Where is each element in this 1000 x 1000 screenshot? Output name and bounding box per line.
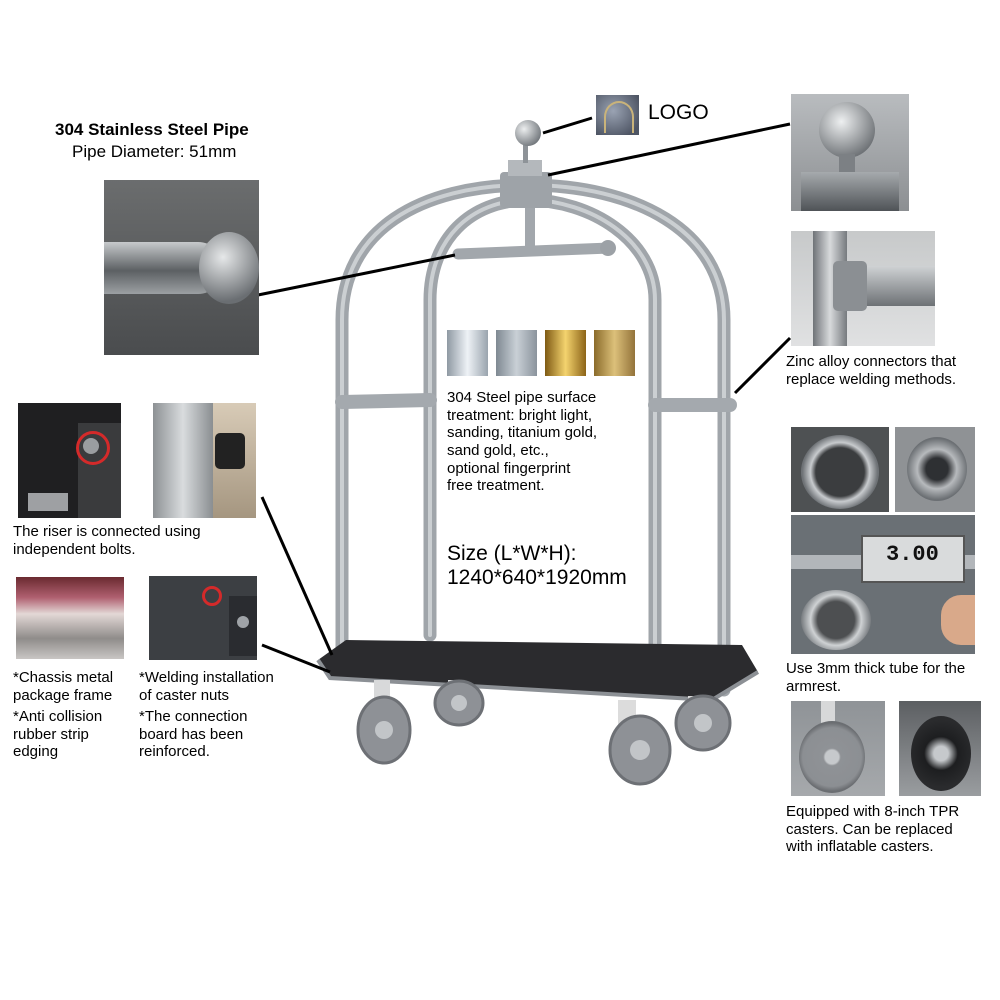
base-platform <box>318 640 758 700</box>
size-value: 1240*640*1920mm <box>447 566 627 589</box>
caster-note: Equipped with 8-inch TPR casters. Can be… <box>786 803 960 856</box>
riser-note: The riser is connected using independent… <box>13 523 201 558</box>
zinc-note: Zinc alloy connectors that replace weldi… <box>786 353 957 388</box>
tpr-caster-photo <box>791 701 885 796</box>
inflatable-caster-photo <box>899 701 981 796</box>
swatch-sand-gold <box>594 330 635 376</box>
rubber-note: *Anti collision rubber strip edging <box>13 708 103 761</box>
top-connector <box>500 172 552 208</box>
connector-inside-photo <box>895 427 975 512</box>
surface-swatches <box>447 330 637 376</box>
pipe-closeup-photo <box>104 180 259 355</box>
welding-note: *Welding installation of caster nuts <box>139 669 274 704</box>
caliper-measure-photo: 3.00 <box>791 515 975 654</box>
swatch-bright-light <box>447 330 488 376</box>
finial-ball <box>515 120 541 146</box>
surface-note: 304 Steel pipe surface treatment: bright… <box>447 389 598 495</box>
tube-note: Use 3mm thick tube for the armrest. <box>786 660 966 695</box>
riser-bolt-photo <box>18 403 121 518</box>
pipe-diameter: Pipe Diameter: 51mm <box>72 142 237 161</box>
tube-end-photo <box>791 427 889 512</box>
pipe-title: 304 Stainless Steel Pipe <box>55 120 249 139</box>
board-note: *The connection board has been reinforce… <box>139 708 248 761</box>
caliper-reading: 3.00 <box>886 542 939 567</box>
logo-photo <box>596 95 639 135</box>
finial-closeup-photo <box>791 94 909 211</box>
swatch-sanding <box>496 330 537 376</box>
logo-label: LOGO <box>648 101 709 124</box>
caster-nut-photo <box>149 576 257 660</box>
zinc-connector-photo <box>791 231 935 346</box>
chassis-frame-photo <box>16 577 124 659</box>
size-label: Size (L*W*H): <box>447 542 577 565</box>
swatch-titanium-gold <box>545 330 586 376</box>
chassis-note: *Chassis metal package frame <box>13 669 114 704</box>
callout-lines <box>257 116 792 674</box>
bolt-end-photo <box>153 403 256 518</box>
left-armrest <box>335 393 437 409</box>
